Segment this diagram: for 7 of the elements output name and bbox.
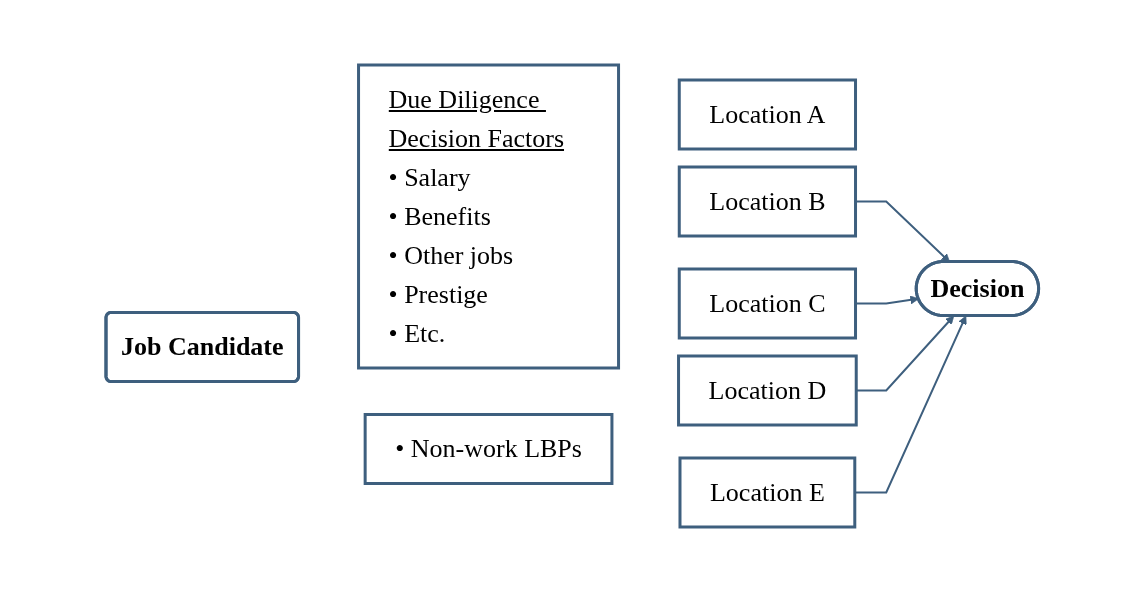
node-box: Location E: [678, 456, 856, 529]
node-box: Location B: [677, 165, 857, 238]
node-box: Location D: [676, 354, 858, 427]
node-box: • Non-work LBPs: [363, 413, 614, 485]
node-box: Location C: [677, 267, 857, 340]
node-box: Location A: [677, 78, 857, 151]
node-box: Due Diligence Decision Factors • Salary • Benefits • Other jobs • Prestige • Etc.: [356, 63, 620, 370]
